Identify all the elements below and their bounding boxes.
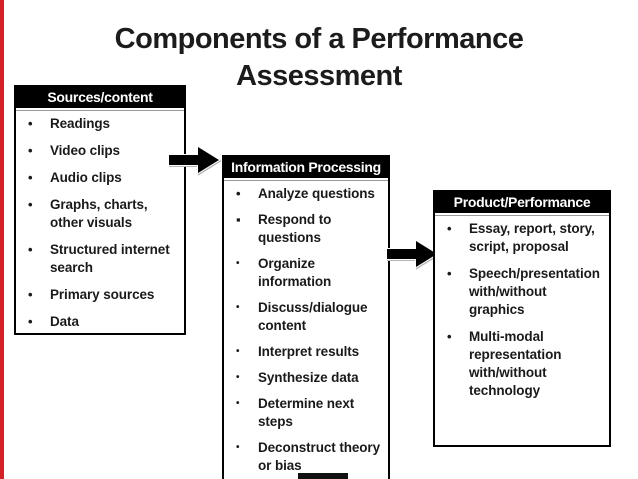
list-item-text: Graphs, charts, other visuals — [50, 197, 148, 230]
list-item: • Audio clips — [24, 169, 181, 187]
bullet-marker: • — [447, 266, 452, 281]
list-item-text: Multi-modal representation with/without … — [469, 329, 562, 398]
box-information-processing: Information Processing • Analyze questio… — [222, 155, 390, 479]
list-item: • Multi-modal representation with/withou… — [443, 328, 606, 400]
bullet-marker: • — [236, 398, 240, 409]
list-item-text: Video clips — [50, 143, 120, 158]
box-product-performance-list: • Essay, report, story, script, proposal… — [435, 215, 609, 400]
flow-arrow-icon-2 — [386, 239, 438, 269]
left-edge-red-strip — [0, 0, 4, 479]
list-item: • Readings — [24, 115, 181, 133]
flow-arrow-icon-1 — [168, 145, 220, 175]
bullet-marker: • — [447, 221, 452, 236]
list-item: • Structured internet search — [24, 241, 181, 277]
box-information-processing-header: Information Processing — [224, 157, 388, 180]
list-item-text: Analyze questions — [258, 186, 375, 201]
bullet-marker: • — [28, 143, 33, 158]
list-item-text: Determine next steps — [258, 396, 355, 429]
box-information-processing-list: • Analyze questions ▪ Respond to questio… — [224, 180, 388, 475]
list-item: • Synthesize data — [232, 369, 385, 387]
list-item-text: Essay, report, story, script, proposal — [469, 221, 595, 254]
list-item: • Speech/presentation with/without graph… — [443, 265, 606, 319]
list-item: • Determine next steps — [232, 395, 385, 431]
list-item-text: Deconstruct theory or bias — [258, 440, 380, 473]
bullet-marker: • — [236, 346, 240, 357]
bullet-marker: • — [236, 302, 240, 313]
list-item-text: Primary sources — [50, 287, 155, 302]
list-item: • Primary sources — [24, 286, 181, 304]
list-item: • Organize information — [232, 255, 385, 291]
bullet-marker: • — [236, 372, 240, 383]
list-item-text: Interpret results — [258, 344, 360, 359]
list-item-text: Audio clips — [50, 170, 122, 185]
list-item: • Video clips — [24, 142, 181, 160]
bullet-marker: • — [28, 314, 33, 329]
box-product-performance: Product/Performance • Essay, report, sto… — [433, 190, 611, 447]
slide-title: Components of a Performance Assessment — [114, 23, 524, 93]
list-item: • Essay, report, story, script, proposal — [443, 220, 606, 256]
list-item: • Discuss/dialogue content — [232, 299, 385, 335]
list-item: ▪ Respond to questions — [232, 211, 385, 247]
list-item: • Deconstruct theory or bias — [232, 439, 385, 475]
bullet-marker: • — [28, 116, 33, 131]
bullet-marker: • — [447, 329, 452, 344]
list-item-text: Structured internet search — [50, 242, 170, 275]
bullet-marker: • — [28, 197, 33, 212]
list-item: • Graphs, charts, other visuals — [24, 196, 181, 232]
list-item: • Data — [24, 313, 181, 331]
bullet-marker: • — [28, 242, 33, 257]
bullet-marker: • — [236, 442, 240, 453]
box-sources-content-header: Sources/content — [16, 87, 184, 110]
list-item-text: Synthesize data — [258, 370, 359, 385]
bullet-marker: • — [236, 186, 241, 201]
list-item: • Analyze questions — [232, 185, 385, 203]
list-item-text: Organize information — [258, 256, 332, 289]
bullet-marker: • — [28, 170, 33, 185]
bullet-marker: • — [236, 258, 240, 269]
box-sources-content-list: • Readings • Video clips • Audio clips •… — [16, 110, 184, 331]
list-item: • Interpret results — [232, 343, 385, 361]
box-sources-content: Sources/content • Readings • Video clips… — [14, 85, 186, 335]
bullet-marker: • — [28, 287, 33, 302]
list-item-text: Data — [50, 314, 79, 329]
box-product-performance-header: Product/Performance — [435, 192, 609, 215]
bullet-marker: ▪ — [236, 212, 241, 227]
list-item-text: Respond to questions — [258, 212, 332, 245]
bottom-edge-mark — [298, 473, 348, 479]
list-item-text: Discuss/dialogue content — [258, 300, 368, 333]
list-item-text: Speech/presentation with/without graphic… — [469, 266, 600, 317]
list-item-text: Readings — [50, 116, 110, 131]
